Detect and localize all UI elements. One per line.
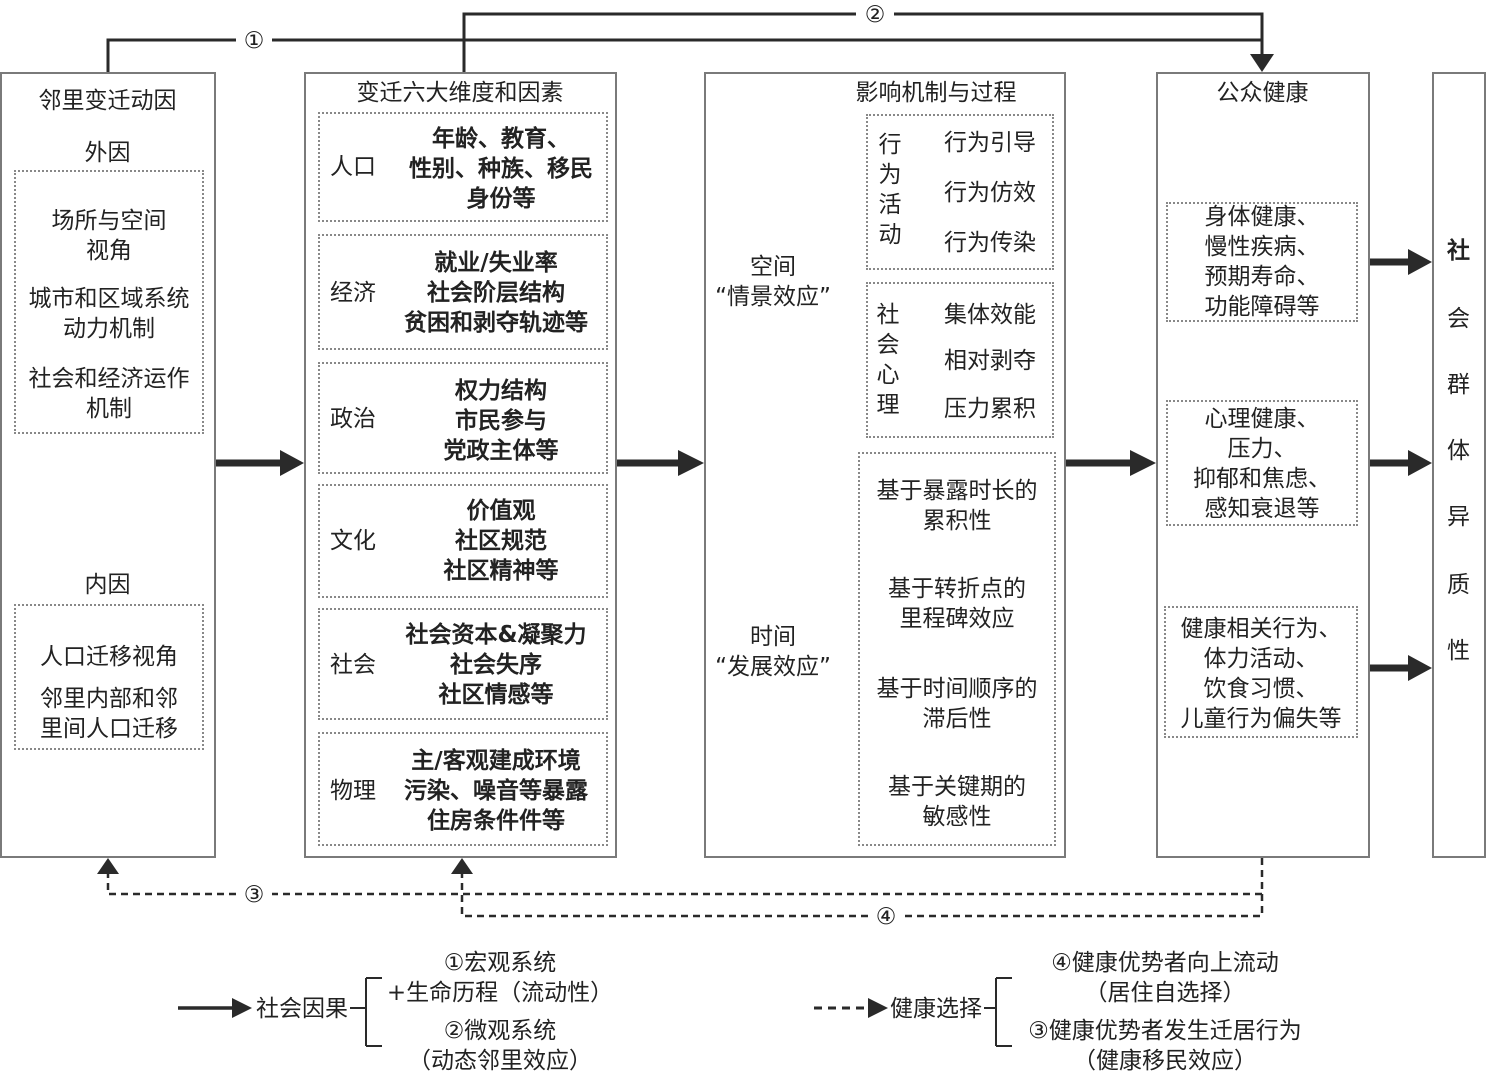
dimension-label: 社会 xyxy=(330,652,376,678)
psych-item: 压力累积 xyxy=(944,396,1036,422)
dimension-row: 经济 就业/失业率 社会阶层结构 贫困和剥夺轨迹等 xyxy=(318,234,608,350)
col-dimensions-title: 变迁六大维度和因素 xyxy=(356,80,564,106)
path-1-label: ① xyxy=(243,28,265,54)
path-4-line xyxy=(460,872,1264,918)
external-item: 场所与空间 视角 xyxy=(51,208,167,264)
dimension-content: 价值观 社区规范 社区精神等 xyxy=(443,498,559,584)
legend-causal-item: ①宏观系统 +生命历程（流动性） xyxy=(386,950,614,1006)
behavior-item: 行为仿效 xyxy=(944,180,1036,206)
dimension-content: 年龄、教育、 性别、种族、移民 身份等 xyxy=(409,126,593,212)
dimension-label: 政治 xyxy=(330,406,376,432)
path-2-label: ② xyxy=(864,2,886,28)
behavior-box: 行 为 活 动 行为引导 行为仿效 行为传染 xyxy=(866,114,1054,270)
heterogeneity-char: 社 xyxy=(1447,238,1470,264)
path-3-line xyxy=(106,858,1264,896)
dimension-label: 文化 xyxy=(330,528,376,554)
heterogeneity-char: 质 xyxy=(1447,572,1470,598)
dimension-content: 就业/失业率 社会阶层结构 贫困和剥夺轨迹等 xyxy=(404,250,588,336)
dimension-row: 人口 年龄、教育、 性别、种族、移民 身份等 xyxy=(318,112,608,222)
behavior-item: 行为传染 xyxy=(944,230,1036,256)
dimension-content: 主/客观建成环境 污染、噪音等暴露 住房条件件等 xyxy=(404,748,588,834)
health-outcome: 心理健康、 压力、 抑郁和焦虑、 感知衰退等 xyxy=(1193,406,1331,522)
external-item: 城市和区域系统 动力机制 xyxy=(28,286,190,342)
psych-label: 社 会 心 理 xyxy=(876,302,900,418)
legend-selection-bracket xyxy=(984,977,1012,1047)
col-mechanisms-title: 影响机制与过程 xyxy=(855,80,1017,106)
path-3-label: ③ xyxy=(243,882,265,908)
external-item: 社会和经济运作 机制 xyxy=(28,366,190,422)
dimension-row: 文化 价值观 社区规范 社区精神等 xyxy=(318,484,608,598)
internal-box: 人口迁移视角 邻里内部和邻 里间人口迁移 xyxy=(14,604,204,750)
legend-causal-bracket xyxy=(350,977,382,1047)
behavior-label: 行 为 活 动 xyxy=(878,132,902,248)
health-outcome-box: 健康相关行为、 体力活动、 饮食习惯、 儿童行为偏失等 xyxy=(1164,606,1358,738)
health-outcome-box: 心理健康、 压力、 抑郁和焦虑、 感知衰退等 xyxy=(1166,400,1358,526)
health-outcome: 身体健康、 慢性疾病、 预期寿命、 功能障碍等 xyxy=(1204,204,1320,320)
heterogeneity-char: 异 xyxy=(1447,504,1470,530)
dimension-row: 社会 社会资本&凝聚力 社会失序 社区情感等 xyxy=(318,608,608,720)
health-outcome-box: 身体健康、 慢性疾病、 预期寿命、 功能障碍等 xyxy=(1166,202,1358,322)
space-effect-label: 空间 “情景效应” xyxy=(715,254,831,310)
dimension-row: 物理 主/客观建成环境 污染、噪音等暴露 住房条件件等 xyxy=(318,732,608,846)
legend-causal-item: ②微观系统 （动态邻里效应） xyxy=(408,1018,592,1074)
dimension-label: 物理 xyxy=(330,778,376,804)
col-drivers: 邻里变迁动因 外因 场所与空间 视角 城市和区域系统 动力机制 社会和经济运作 … xyxy=(0,72,216,858)
dimension-label: 人口 xyxy=(330,154,376,180)
time-item: 基于暴露时长的 累积性 xyxy=(876,478,1038,534)
legend-selection-item: ③健康优势者发生迁居行为 （健康移民效应） xyxy=(1028,1018,1302,1074)
time-box: 基于暴露时长的 累积性 基于转折点的 里程碑效应 基于时间顺序的 滞后性 基于关… xyxy=(858,452,1056,846)
time-item: 基于时间顺序的 滞后性 xyxy=(876,676,1038,732)
legend-selection-label: 健康选择 xyxy=(890,996,982,1022)
time-effect-label: 时间 “发展效应” xyxy=(715,624,831,680)
dimension-label: 经济 xyxy=(330,280,376,306)
heterogeneity-char: 群 xyxy=(1447,372,1470,398)
time-item: 基于关键期的 敏感性 xyxy=(888,774,1026,830)
heterogeneity-char: 体 xyxy=(1447,438,1470,464)
legend-selection-item: ④健康优势者向上流动 （居住自选择） xyxy=(1051,950,1279,1006)
external-label: 外因 xyxy=(84,140,131,166)
path-2-arrowhead xyxy=(1250,54,1274,72)
behavior-item: 行为引导 xyxy=(944,130,1036,156)
heterogeneity-char: 性 xyxy=(1447,638,1470,664)
heterogeneity-char: 会 xyxy=(1447,306,1470,332)
path-4-label: ④ xyxy=(875,904,897,930)
psych-item: 集体效能 xyxy=(944,302,1036,328)
internal-item: 邻里内部和邻 里间人口迁移 xyxy=(40,686,178,742)
path-2-line xyxy=(462,12,1264,72)
dimension-row: 政治 权力结构 市民参与 党政主体等 xyxy=(318,362,608,474)
health-outcome: 健康相关行为、 体力活动、 饮食习惯、 儿童行为偏失等 xyxy=(1180,616,1342,732)
dimension-content: 社会资本&凝聚力 社会失序 社区情感等 xyxy=(405,622,587,708)
psych-item: 相对剥夺 xyxy=(944,348,1036,374)
psych-box: 社 会 心 理 集体效能 相对剥夺 压力累积 xyxy=(866,282,1054,438)
col-drivers-title: 邻里变迁动因 xyxy=(38,88,177,114)
col-public-health-title: 公众健康 xyxy=(1216,80,1309,106)
external-box: 场所与空间 视角 城市和区域系统 动力机制 社会和经济运作 机制 xyxy=(14,170,204,434)
path-1-line xyxy=(106,38,1262,72)
col-heterogeneity: 社 会 群 体 异 质 性 xyxy=(1432,72,1486,858)
internal-label: 内因 xyxy=(84,572,131,598)
internal-item: 人口迁移视角 xyxy=(40,644,178,670)
legend-causal-label: 社会因果 xyxy=(256,996,348,1022)
time-item: 基于转折点的 里程碑效应 xyxy=(888,576,1026,632)
dimension-content: 权力结构 市民参与 党政主体等 xyxy=(443,378,559,464)
